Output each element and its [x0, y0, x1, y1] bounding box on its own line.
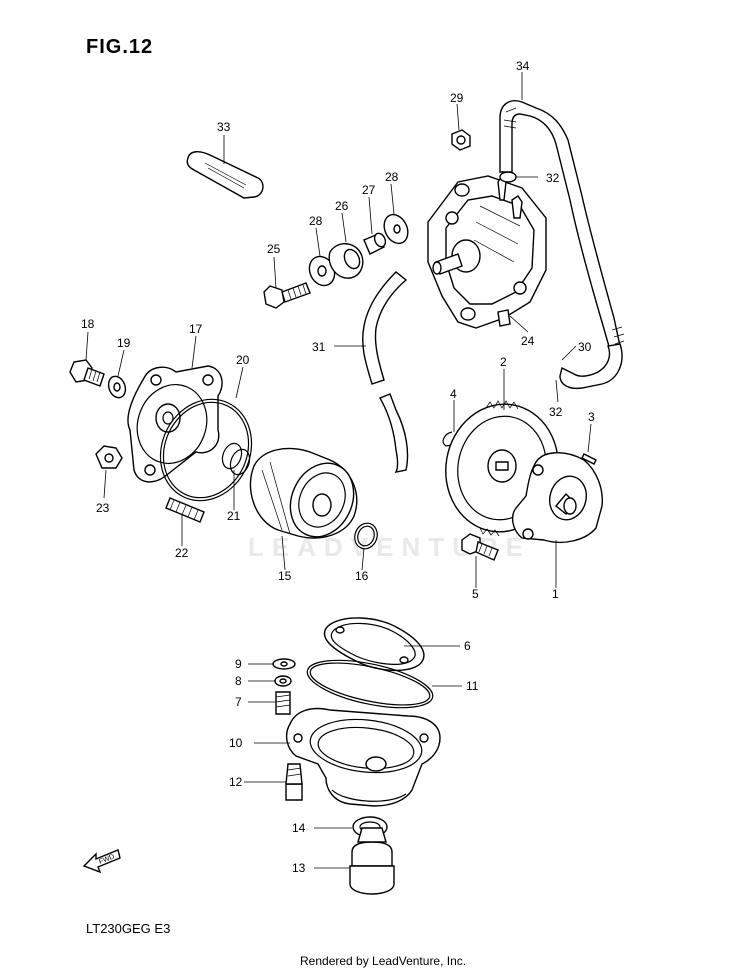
- callout-28-left: 28: [309, 214, 323, 228]
- callout-20: 20: [236, 353, 250, 367]
- callout-1: 1: [552, 587, 559, 601]
- callout-33: 33: [217, 120, 231, 134]
- figure-title: FIG.12: [86, 36, 154, 58]
- callout-8: 8: [235, 674, 242, 688]
- callout-18: 18: [81, 317, 95, 331]
- callout-10: 10: [229, 736, 243, 750]
- part-16-oring: [354, 522, 378, 550]
- part-31-hose: [362, 271, 409, 473]
- callout-16: 16: [355, 569, 369, 583]
- callout-11: 11: [466, 679, 479, 693]
- part-7-bolt: [275, 691, 291, 715]
- part-19-washer: [107, 375, 127, 399]
- callout-28-right: 28: [385, 170, 399, 184]
- part-28-washer-right: [383, 213, 409, 245]
- part-4-circlip: [442, 431, 459, 447]
- callout-31: 31: [312, 340, 326, 354]
- callout-32-mid: 32: [549, 405, 563, 419]
- part-10-sump-cover: [285, 707, 441, 807]
- model-code: LT230GEG E3: [86, 921, 171, 936]
- part-12-bolt: [285, 763, 303, 801]
- part-32-clip-top: [499, 171, 517, 183]
- part-5-screw: [461, 533, 499, 561]
- callout-12: 12: [229, 775, 243, 789]
- callout-17: 17: [189, 322, 203, 336]
- part-25-bolt: [263, 282, 311, 309]
- part-23-nut: [95, 445, 123, 469]
- callout-14: 14: [292, 821, 306, 835]
- callout-7: 7: [235, 695, 242, 709]
- callout-19: 19: [117, 336, 131, 350]
- callout-21: 21: [227, 509, 241, 523]
- callout-3: 3: [588, 410, 595, 424]
- callout-23: 23: [96, 501, 110, 515]
- part-24-fuel-pump: [427, 174, 547, 329]
- callout-22: 22: [175, 546, 189, 560]
- part-26-grommet: [328, 243, 364, 279]
- part-28-washer-left: [308, 255, 336, 287]
- callout-4: 4: [450, 387, 457, 401]
- callout-6: 6: [464, 639, 471, 653]
- callout-32-top: 32: [546, 171, 560, 185]
- callout-25: 25: [267, 242, 281, 256]
- part-30-hose: [559, 343, 623, 390]
- part-8-nut: [274, 675, 292, 687]
- callout-27: 27: [362, 183, 376, 197]
- callout-34: 34: [516, 59, 530, 73]
- fwd-arrow-icon: FWD: [82, 849, 121, 874]
- part-21-oring: [221, 442, 251, 476]
- part-3-pin: [581, 453, 597, 465]
- callout-9: 9: [235, 657, 242, 671]
- callout-15: 15: [278, 569, 292, 583]
- part-27-collar: [363, 232, 387, 255]
- callout-5: 5: [472, 587, 479, 601]
- callout-29: 29: [450, 91, 464, 105]
- callout-labels: 34 29 33 32 28 27 26 28 25 24 18 19 17 2…: [81, 59, 595, 875]
- leader-lines: [85, 72, 592, 869]
- part-20-oring: [159, 398, 253, 502]
- part-18-bolt: [69, 359, 105, 387]
- part-1-pump-body: [511, 452, 603, 544]
- part-6-strainer: [323, 617, 425, 672]
- part-15-oil-filter: [249, 447, 358, 539]
- part-22-stud: [165, 497, 205, 523]
- callout-24: 24: [521, 334, 535, 348]
- part-17-cover: [127, 365, 223, 483]
- part-9-washer: [272, 658, 296, 670]
- callout-30: 30: [578, 340, 592, 354]
- callout-13: 13: [292, 861, 306, 875]
- part-33-bracket: [186, 151, 264, 199]
- part-29-nut: [451, 129, 471, 151]
- callout-2: 2: [500, 355, 507, 369]
- callout-26: 26: [335, 199, 349, 213]
- part-11-oring: [306, 659, 434, 709]
- render-credit: Rendered by LeadVenture, Inc.: [300, 954, 467, 968]
- part-13-drain-plug: [349, 827, 395, 895]
